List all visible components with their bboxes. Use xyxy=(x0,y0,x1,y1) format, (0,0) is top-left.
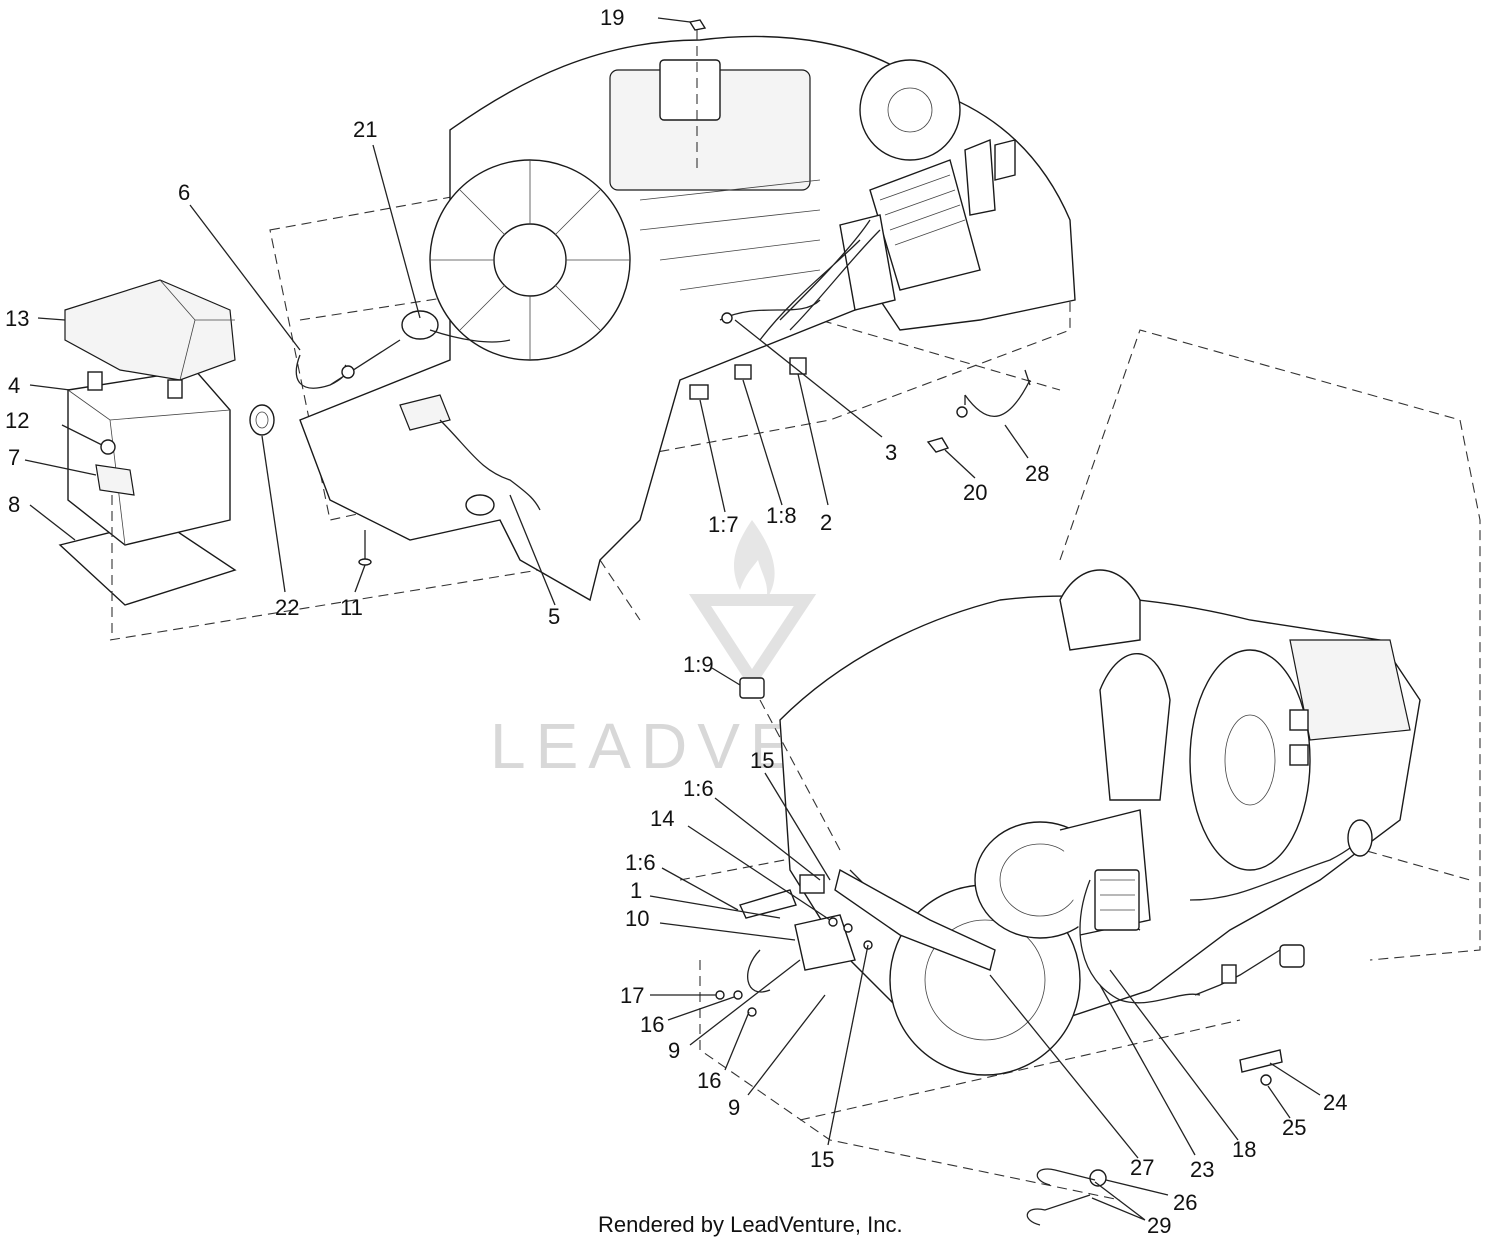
callout-27: 27 xyxy=(1130,1155,1154,1180)
relay-bracket xyxy=(715,868,996,1017)
callout-1-6-lower: 1:6 xyxy=(625,850,656,875)
callout-1-9: 1:9 xyxy=(683,652,714,677)
cable-6 xyxy=(295,339,401,389)
callout-7: 7 xyxy=(8,445,20,470)
callout-13: 13 xyxy=(5,306,29,331)
callouts: 19 21 6 13 4 12 7 8 22 11 5 1:7 1:8 2 3 … xyxy=(5,5,1347,1238)
callout-6: 6 xyxy=(178,180,190,205)
callout-5: 5 xyxy=(548,604,560,629)
watermark-v-icon xyxy=(688,594,817,691)
callout-4: 4 xyxy=(8,373,20,398)
callout-2: 2 xyxy=(820,510,832,535)
top-engine-assembly xyxy=(109,19,1076,641)
callout-16-lower: 16 xyxy=(697,1068,721,1093)
callout-21: 21 xyxy=(353,117,377,142)
callout-28: 28 xyxy=(1025,461,1049,486)
bracket-24 xyxy=(1239,1049,1283,1073)
callout-19: 19 xyxy=(600,5,624,30)
terminal-cover-7 xyxy=(95,464,135,496)
right-fan xyxy=(1189,649,1311,871)
connector-21 xyxy=(401,310,511,343)
nut-12 xyxy=(100,439,116,455)
callout-1: 1 xyxy=(630,878,642,903)
callout-15-upper: 15 xyxy=(750,748,774,773)
callout-23: 23 xyxy=(1190,1157,1214,1182)
relay-1-9 xyxy=(739,677,765,699)
cooling-fan xyxy=(429,159,631,361)
callout-26: 26 xyxy=(1173,1190,1197,1215)
callout-10: 10 xyxy=(625,906,649,931)
screw-25 xyxy=(1260,1074,1272,1086)
callout-22: 22 xyxy=(275,595,299,620)
battery-assembly xyxy=(58,279,237,640)
callout-1-8: 1:8 xyxy=(766,503,797,528)
callout-25: 25 xyxy=(1282,1115,1306,1140)
callout-1-7: 1:7 xyxy=(708,512,739,537)
callout-9-lower: 9 xyxy=(728,1095,740,1120)
bottom-engine-assembly xyxy=(679,329,1481,1226)
plug-26 xyxy=(1089,1169,1107,1187)
callout-16-upper: 16 xyxy=(640,1012,664,1037)
callout-17: 17 xyxy=(620,983,644,1008)
battery-4 xyxy=(67,369,231,546)
callout-15-lower: 15 xyxy=(810,1147,834,1172)
callout-14: 14 xyxy=(650,806,674,831)
leader-lines xyxy=(24,17,1321,1221)
ground-cable-28 xyxy=(956,369,1031,418)
battery-cover-13 xyxy=(64,279,236,381)
callout-8: 8 xyxy=(8,492,20,517)
bolt-11 xyxy=(358,530,372,566)
callout-12: 12 xyxy=(5,408,29,433)
callout-24: 24 xyxy=(1323,1090,1347,1115)
watermark-flame-icon xyxy=(733,520,775,600)
callout-18: 18 xyxy=(1232,1137,1256,1162)
callout-11: 11 xyxy=(340,595,363,620)
callout-1-6-upper: 1:6 xyxy=(683,776,714,801)
cable-ties-29 xyxy=(1026,1168,1096,1226)
callout-20: 20 xyxy=(963,480,987,505)
callout-29: 29 xyxy=(1147,1213,1171,1238)
cable-5 xyxy=(399,394,541,516)
footer-credit: Rendered by LeadVenture, Inc. xyxy=(598,1212,903,1237)
callout-9-upper: 9 xyxy=(668,1038,680,1063)
nut-20 xyxy=(926,437,950,453)
nut-19 xyxy=(688,19,707,31)
callout-3: 3 xyxy=(885,440,897,465)
ecu-module xyxy=(839,159,981,311)
grommet-22 xyxy=(249,404,275,436)
